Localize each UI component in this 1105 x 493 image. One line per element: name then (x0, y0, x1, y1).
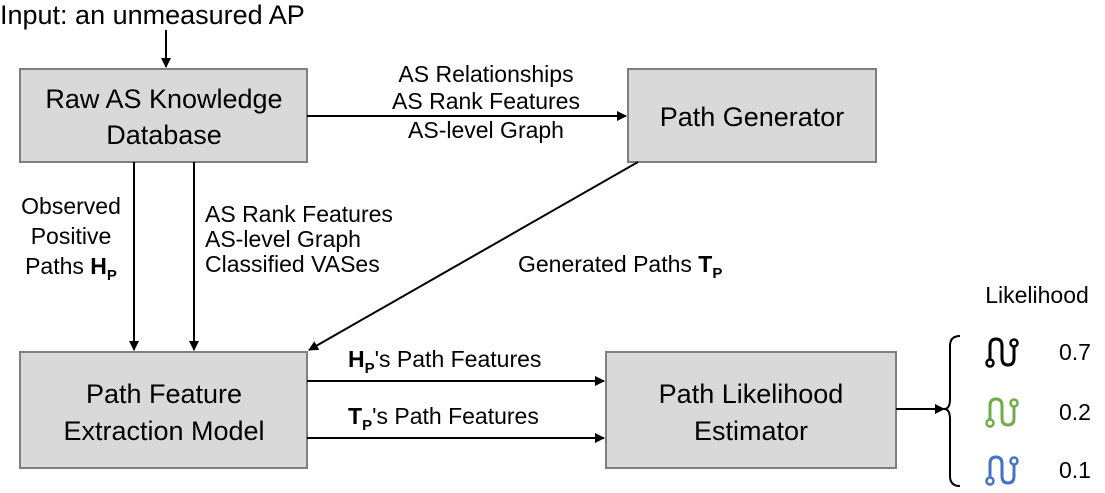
path-generator-box (627, 68, 877, 163)
input-label: Input: an unmeasured AP (0, 0, 305, 30)
likelihood-value: 0.1 (1059, 457, 1091, 483)
feature-model-box (19, 351, 308, 469)
likelihood-rows: 0.7 0.2 0.1 (985, 337, 1091, 486)
likelihood-title: Likelihood (985, 282, 1089, 308)
observed-label-line2: Positive (31, 223, 112, 249)
feature-model-label-line2: Extraction Model (63, 416, 264, 446)
likelihood-estimator-box (605, 351, 897, 469)
feature-label-as-rank: AS Rank Features (205, 201, 393, 227)
observed-label-line1: Observed (21, 193, 121, 219)
path-icon (985, 455, 1019, 486)
raw-db-label-line1: Raw AS Knowledge (45, 84, 282, 114)
edge-label-as-level-graph: AS-level Graph (408, 117, 564, 143)
raw-db-label-line2: Database (106, 120, 222, 150)
edge-label-as-relationships: AS Relationships (398, 61, 573, 87)
path-icon (985, 397, 1019, 428)
observed-label-line3: Paths HP (25, 253, 117, 284)
tp-features-label: TP's Path Features (348, 403, 539, 434)
likelihood-value: 0.7 (1059, 339, 1091, 365)
path-generator-label: Path Generator (660, 102, 845, 132)
edge-label-as-rank-features: AS Rank Features (392, 88, 580, 114)
hp-features-label: HP's Path Features (348, 346, 541, 377)
feature-model-label-line1: Path Feature (86, 379, 242, 409)
likelihood-value: 0.2 (1059, 399, 1091, 425)
likelihood-estimator-label-line2: Estimator (694, 416, 808, 446)
path-icon (985, 337, 1019, 368)
likelihood-estimator-label-line1: Path Likelihood (659, 379, 844, 409)
raw-db-box (19, 68, 308, 163)
generated-paths-arrow (308, 161, 639, 351)
feature-label-vases: Classified VASes (205, 251, 380, 277)
feature-label-as-graph: AS-level Graph (205, 226, 361, 252)
output-brace (943, 335, 961, 487)
generated-paths-label: Generated Paths TP (518, 251, 722, 282)
